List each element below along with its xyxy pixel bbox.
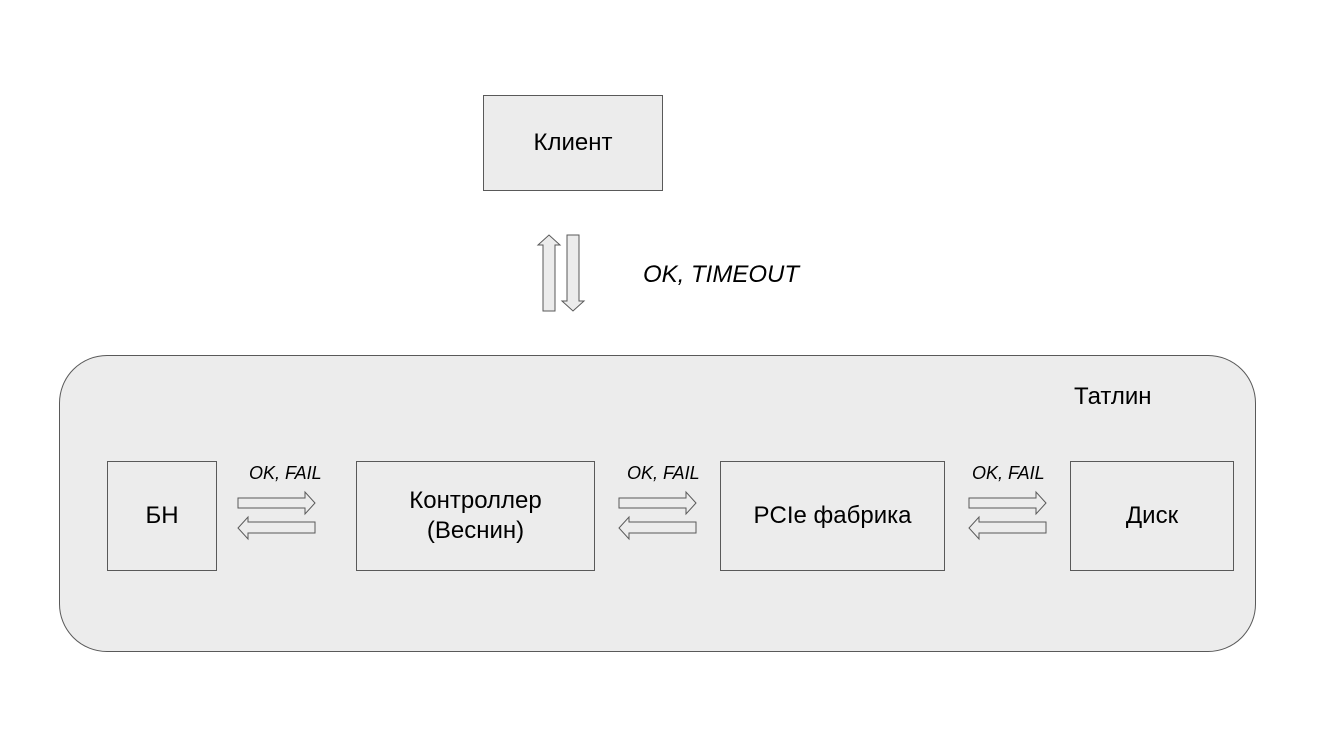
controller-label-line1: Контроллер [409,487,542,514]
arrow-up-icon [536,234,562,312]
arrow-left-icon [237,515,316,541]
client-link-label: OK, TIMEOUT [643,261,799,288]
arrow-down-icon [560,234,586,312]
controller-label-line2: (Веснин) [426,517,525,544]
arrow-right-icon [968,490,1047,516]
arrow-left-icon [618,515,697,541]
disk-label: Диск [1125,502,1179,529]
controller-box: Контроллер (Веснин) [356,461,595,571]
arrow-right-icon [237,490,316,516]
arrow-right-icon [618,490,697,516]
bn-label: БН [145,502,179,529]
arrow-left-icon [968,515,1047,541]
pcie-disk-link-label: OK, FAIL [972,463,1045,483]
system-label: Татлин [1074,383,1152,410]
controller-pcie-link-label: OK, FAIL [627,463,700,483]
client-box: Клиент [483,95,663,191]
client-label: Клиент [533,129,613,156]
disk-box: Диск [1070,461,1234,571]
bn-box: БН [107,461,217,571]
pcie-label: PCIe фабрика [753,502,912,529]
pcie-box: PCIe фабрика [720,461,945,571]
bn-controller-link-label: OK, FAIL [249,463,322,483]
